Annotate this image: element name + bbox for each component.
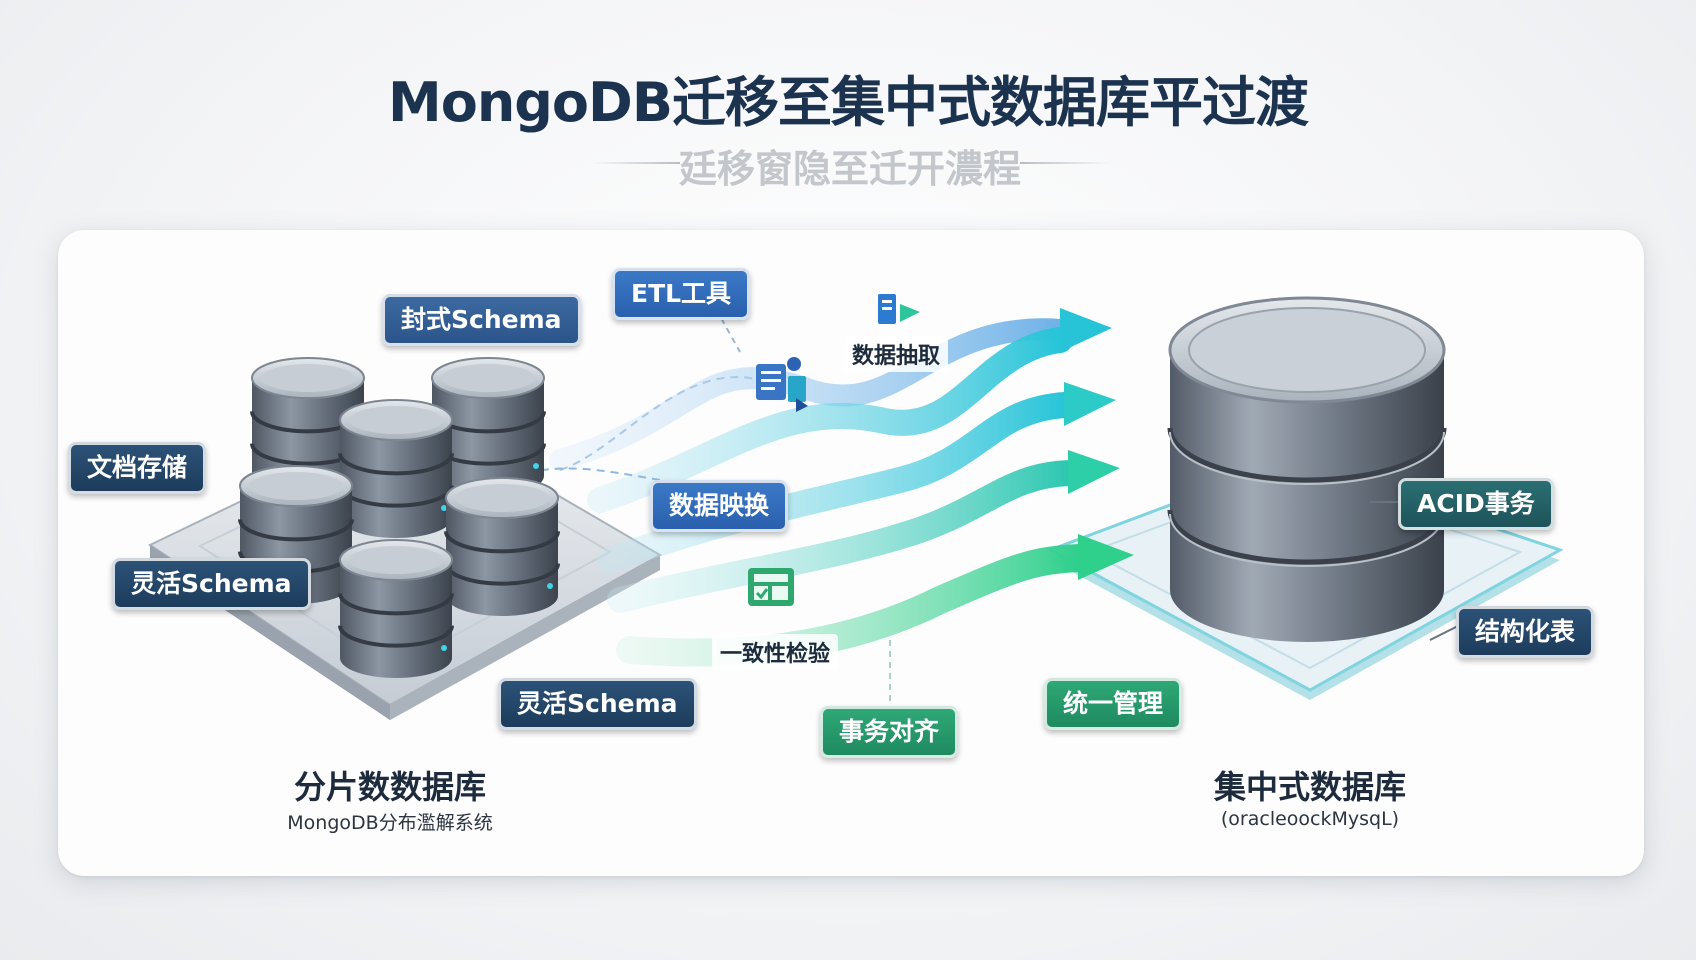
document-transfer-icon [752, 354, 814, 416]
page-title: MongoDB迁移至集中式数据库平过渡 [387, 71, 1309, 134]
label-data-extract: 数据抽取 [844, 336, 949, 372]
right-db-subcaption: (oracleoockMysqL) [1220, 808, 1400, 830]
tag-flexible-schema-bottom: 灵活Schema [498, 678, 697, 730]
subtitle-divider-left [590, 162, 680, 164]
tag-document-storage: 文档存储 [68, 442, 207, 494]
shard-db-cylinder [338, 399, 454, 538]
subtitle-divider-right [1020, 162, 1110, 164]
right-db-caption: 集中式数据库 [1213, 768, 1406, 806]
left-db-caption: 分片数数据库 [293, 768, 486, 806]
tag-data-mapping: 数据映换 [650, 480, 789, 532]
shard-db-cylinder [430, 357, 546, 496]
tag-acid-transactions: ACID事务 [1398, 478, 1554, 530]
central-database-cylinder [1167, 296, 1447, 642]
shard-db-cylinder [444, 477, 560, 616]
tag-schema-top: 封式Schema [382, 294, 581, 346]
left-db-cluster [238, 357, 560, 678]
data-extract-icon [876, 290, 922, 336]
checklist-icon [744, 562, 802, 616]
tag-structured-tables: 结构化表 [1456, 606, 1595, 658]
tag-unified-management: 统一管理 [1044, 678, 1183, 730]
label-consistency-check: 一致性检验 [712, 634, 839, 670]
shard-db-cylinder [338, 539, 454, 678]
page-subtitle: 廷移窗隐至迁开濃程 [678, 147, 1021, 191]
left-db-subcaption: MongoDB分布濫解系统 [287, 812, 493, 834]
subtitle-block: 廷移窗隐至迁开濃程 [590, 138, 1110, 191]
tag-flexible-schema-left: 灵活Schema [112, 558, 311, 610]
tag-etl-tool: ETL工具 [612, 268, 751, 320]
tag-transaction-align: 事务对齐 [820, 706, 959, 758]
